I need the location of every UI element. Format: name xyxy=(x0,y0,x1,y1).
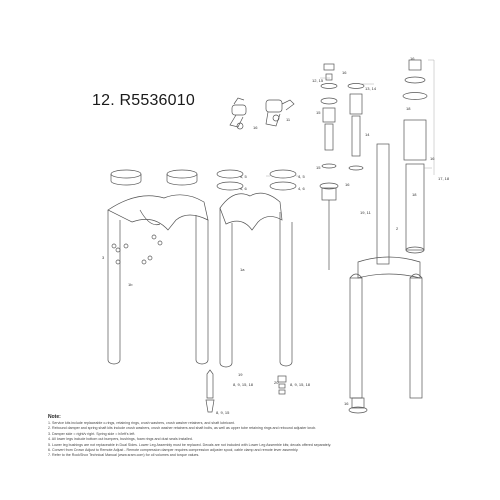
callout-8-9-15: 8, 9, 15 xyxy=(216,410,230,415)
note-item: 3. Damper side = right/v right. Spring s… xyxy=(48,431,136,436)
page-title: 12. R5536010 xyxy=(92,92,195,109)
shaft-part-19 xyxy=(205,369,215,413)
callout-14: 14 xyxy=(365,132,370,137)
spring-stack xyxy=(348,59,428,414)
callout-15-right: 15 xyxy=(316,110,321,115)
damper-stack xyxy=(319,63,365,270)
note-item: 5. Lower leg bushings are not replaceabl… xyxy=(48,442,332,447)
callout-15-mid: 15 xyxy=(316,165,321,170)
shaft-part-20 xyxy=(277,375,287,395)
callout-11: 11 xyxy=(286,117,291,122)
callout-4-5-b: 4, 5 xyxy=(298,174,305,179)
leader-lines xyxy=(266,59,435,177)
callout-1b: 1b xyxy=(128,282,133,287)
callout-19-11: 19, 11 xyxy=(360,210,371,215)
remote-lever-right xyxy=(265,99,295,127)
seal-ring-left-2 xyxy=(166,169,198,186)
note-item: 6. Convert from Crown Adjust to Remote A… xyxy=(48,448,299,453)
callout-17-18: 17, 18 xyxy=(438,176,450,181)
note-item: 2. Rebound damper and spring shaft kits … xyxy=(48,426,317,431)
callout-4-5-a: 4, 5 xyxy=(240,174,247,179)
notes-list: 1. Service kits include replaceable o-ri… xyxy=(48,421,378,459)
callout-8-9-15-18-a: 8, 9, 15, 18 xyxy=(233,382,254,387)
callout-8-9-15-18-b: 8, 9, 15, 18 xyxy=(290,382,311,387)
callout-16-b: 16 xyxy=(430,156,435,161)
callout-4-6-a: 4, 6 xyxy=(240,186,247,191)
remote-lever-left xyxy=(229,97,247,130)
note-item: 4. All lower legs include bottom out bum… xyxy=(48,437,193,442)
callout-16-knob: 16 xyxy=(253,125,258,130)
callout-13-14: 13, 14 xyxy=(365,86,377,91)
seal-ring-mid-1 xyxy=(216,169,244,191)
note-item: 7. Refer to the RockShox Technical Manua… xyxy=(48,453,200,458)
callout-16-r: 16 xyxy=(345,182,350,187)
callout-16-bottom: 16 xyxy=(344,401,349,406)
crown-steerer-assembly xyxy=(349,143,423,399)
callout-3: 3 xyxy=(102,255,105,260)
callout-16-a: 16 xyxy=(342,70,347,75)
lower-leg-1a xyxy=(219,192,293,368)
callout-18: 18 xyxy=(406,106,411,111)
seal-ring-mid-2 xyxy=(269,169,297,191)
lower-leg-1b xyxy=(107,194,209,365)
callout-12-15: 12, 15 xyxy=(312,78,324,83)
callout-16-top: 16 xyxy=(410,56,415,61)
notes-block: Note: 1. Service kits include replaceabl… xyxy=(48,414,378,459)
callout-20: 20 xyxy=(274,380,279,385)
callout-19-b: 19 xyxy=(238,372,243,377)
note-item: 1. Service kits include replaceable o-ri… xyxy=(48,421,235,425)
callout-18-b: 18 xyxy=(412,192,417,197)
hardware-bolts-left xyxy=(111,234,163,265)
callout-4-6-b: 4, 6 xyxy=(298,186,305,191)
notes-heading: Note: xyxy=(48,414,61,420)
callout-1a: 1a xyxy=(240,267,245,272)
seal-ring-left-1 xyxy=(110,169,142,186)
callout-2: 2 xyxy=(396,226,399,231)
